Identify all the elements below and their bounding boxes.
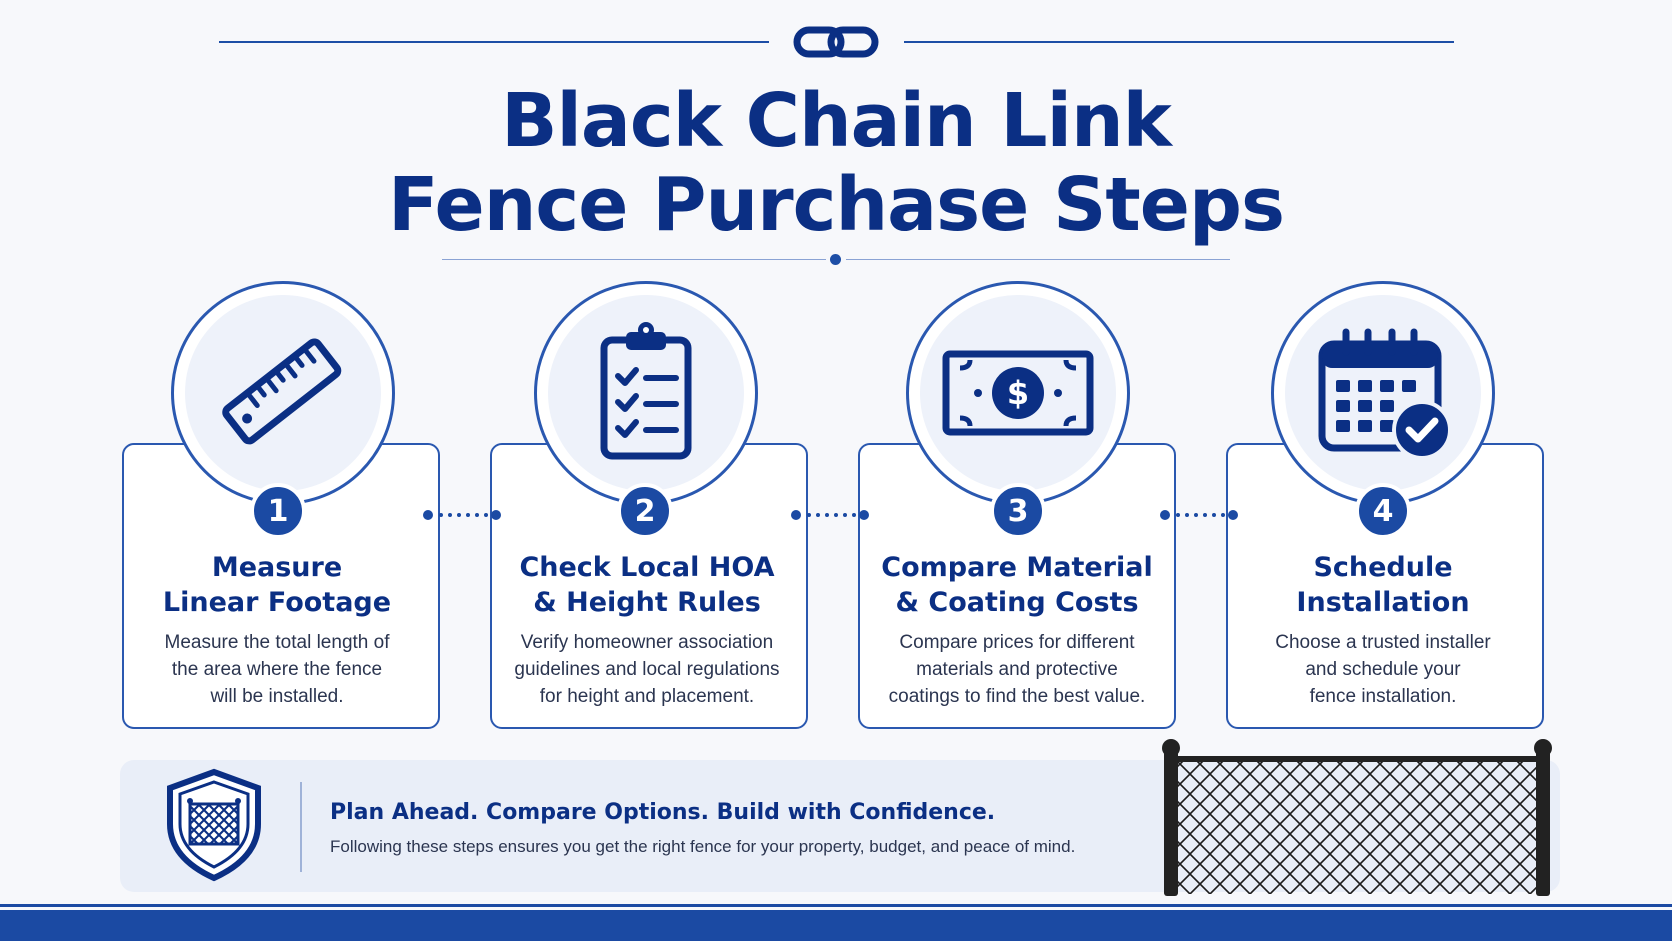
calendar-check-icon: [1318, 328, 1452, 460]
footer-bar: [0, 910, 1672, 941]
step-title-3-line-2: & Coating Costs: [895, 587, 1139, 618]
step-description-4-line-1: Choose a trusted installer: [1275, 632, 1491, 653]
step-description-1-line-2: the area where the fence: [171, 659, 383, 680]
step-icon-circle-2: [534, 281, 758, 505]
page-title-line-1: Black Chain Link: [501, 78, 1172, 164]
step-description-2-line-3: for height and placement.: [539, 686, 755, 707]
step-description-4-line-2: and schedule your: [1305, 659, 1461, 680]
step-description-3-line-3: coatings to find the best value.: [888, 686, 1146, 707]
step-description-2-line-1: Verify homeowner association: [520, 632, 774, 653]
title-divider-left: [442, 259, 826, 260]
step-title-1: Measure Linear Footage: [107, 550, 447, 620]
step-title-2-line-2: & Height Rules: [533, 587, 761, 618]
footer-line: [0, 904, 1672, 907]
step-title-3: Compare Material & Coating Costs: [847, 550, 1187, 620]
ruler-icon: [222, 338, 342, 445]
chain-link-fence-illustration: [1162, 739, 1552, 896]
step-title-4: Schedule Installation: [1213, 550, 1553, 620]
step-icon-circle-1: [171, 281, 395, 505]
step-title-4-line-1: Schedule: [1313, 552, 1453, 583]
step-title-2: Check Local HOA & Height Rules: [477, 550, 817, 620]
step-description-3-line-2: materials and protective: [916, 659, 1118, 680]
money-bill-icon: $: [942, 350, 1094, 436]
step-description-4-line-3: fence installation.: [1309, 686, 1457, 707]
chain-link-icon: [793, 26, 879, 58]
title-divider-dot: [830, 254, 841, 265]
step-description-1-line-3: will be installed.: [210, 686, 344, 707]
step-description-3: Compare prices for different materials a…: [847, 629, 1187, 710]
step-title-1-line-1: Measure: [211, 552, 343, 583]
step-icon-circle-4: [1271, 281, 1495, 505]
step-title-1-line-2: Linear Footage: [162, 587, 392, 618]
step-title-2-line-1: Check Local HOA: [519, 552, 775, 583]
clipboard-checklist-icon: [600, 322, 692, 460]
step-description-3-line-1: Compare prices for different: [899, 632, 1135, 653]
shield-fence-icon: [167, 768, 261, 882]
step-description-4: Choose a trusted installer and schedule …: [1213, 629, 1553, 710]
title-divider-right: [846, 259, 1230, 260]
step-number-1: 1: [250, 483, 306, 539]
page-title-line-2: Fence Purchase Steps: [387, 162, 1285, 248]
step-description-2: Verify homeowner association guidelines …: [477, 629, 817, 710]
step-description-1-line-1: Measure the total length of: [164, 632, 390, 653]
banner-title: Plan Ahead. Compare Options. Build with …: [330, 800, 996, 825]
step-connector-2-3: [791, 510, 869, 520]
banner-divider: [300, 782, 302, 872]
step-number-2: 2: [617, 483, 673, 539]
step-title-3-line-1: Compare Material: [881, 552, 1153, 583]
step-description-2-line-2: guidelines and local regulations: [514, 659, 780, 680]
step-connector-1-2: [423, 510, 501, 520]
step-description-1: Measure the total length of the area whe…: [107, 629, 447, 710]
svg-text:$: $: [1007, 374, 1029, 412]
header-rule-right: [904, 41, 1454, 43]
banner-text: Following these steps ensures you get th…: [330, 837, 1076, 856]
step-icon-circle-3: $: [906, 281, 1130, 505]
step-number-4: 4: [1355, 483, 1411, 539]
step-number-3: 3: [990, 483, 1046, 539]
step-title-4-line-2: Installation: [1296, 587, 1470, 618]
step-connector-3-4: [1160, 510, 1238, 520]
header-rule-left: [219, 41, 769, 43]
